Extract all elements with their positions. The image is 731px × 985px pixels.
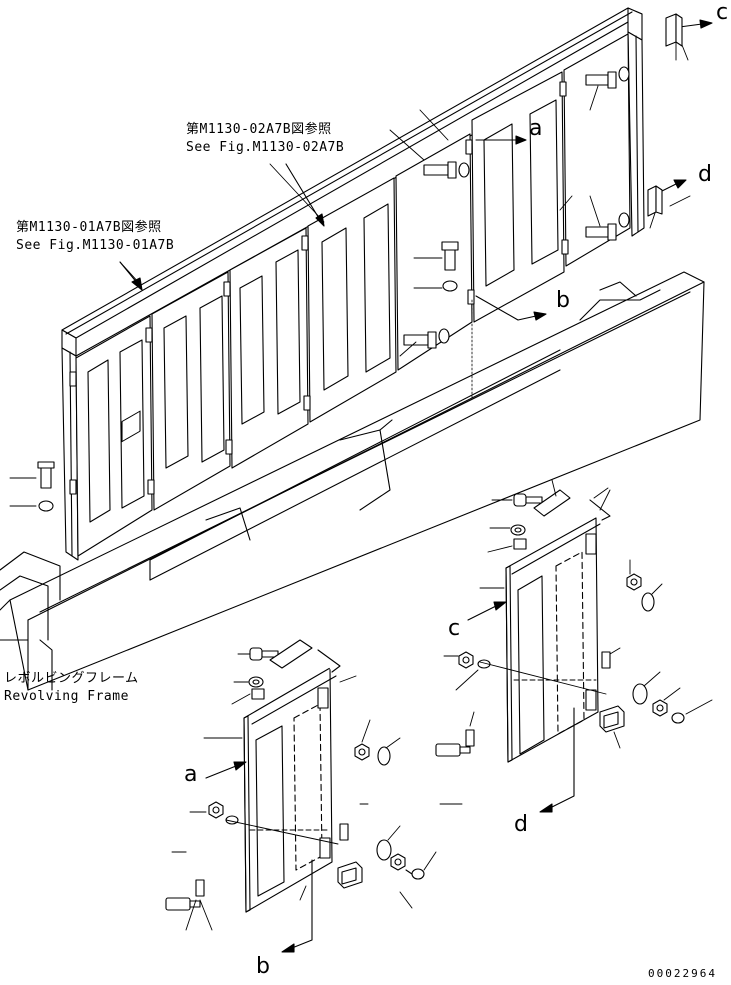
bracket-c-main xyxy=(665,13,683,47)
detail-panel-a xyxy=(243,667,337,913)
callout-a-main: a xyxy=(529,116,543,141)
ref-upper-jp: 第M1130-02A7B図参照 xyxy=(186,122,332,137)
top-rail xyxy=(61,7,643,357)
ref-lower-en: See Fig.M1130-01A7B xyxy=(16,238,175,253)
right-post xyxy=(627,31,645,237)
callout-b-main: b xyxy=(556,288,570,313)
arrow-c-detail xyxy=(467,601,507,621)
arrow-d-detail xyxy=(539,707,575,813)
detail-a-hardware xyxy=(165,639,425,911)
frame-label-jp: レボルビングフレーム xyxy=(4,671,139,686)
side-panel-2 xyxy=(151,271,231,511)
side-panel-6 xyxy=(471,71,565,323)
callout-b-detail: b xyxy=(256,954,270,979)
side-panel-3 xyxy=(229,227,309,469)
arrow-b-main xyxy=(475,295,547,321)
detail-panel-c xyxy=(505,517,601,763)
callout-c-detail: c xyxy=(448,616,461,641)
bracket-d-main xyxy=(647,185,663,217)
callout-c-main: c xyxy=(716,0,729,25)
side-panel-4 xyxy=(307,177,397,423)
callout-a-detail: a xyxy=(184,762,198,787)
side-panel-1 xyxy=(75,315,153,557)
short-dashes xyxy=(171,803,463,853)
leader-lines-main xyxy=(9,39,691,507)
frame-label-en: Revolving Frame xyxy=(4,689,129,704)
arrow-b-detail xyxy=(281,859,313,953)
bolts-main xyxy=(37,66,630,512)
arrow-d-main xyxy=(659,179,687,193)
left-post xyxy=(61,347,79,561)
ref-lower-jp: 第M1130-01A7B図参照 xyxy=(16,220,162,235)
arrow-a-detail xyxy=(205,761,247,779)
drawing-code: 00022964 xyxy=(648,967,717,980)
side-panel-7 xyxy=(563,33,631,267)
ref-upper-en: See Fig.M1130-02A7B xyxy=(186,140,345,155)
revolving-frame xyxy=(0,271,705,691)
detail-c-leaders xyxy=(443,479,713,749)
hinges xyxy=(69,81,569,495)
callout-d-main: d xyxy=(698,162,712,187)
detail-c-hardware xyxy=(435,489,685,757)
ref-arrow-lower xyxy=(119,261,143,291)
ref-arrow-upper xyxy=(285,163,325,227)
arrow-a-main xyxy=(475,135,527,145)
callout-d-detail: d xyxy=(514,812,528,837)
